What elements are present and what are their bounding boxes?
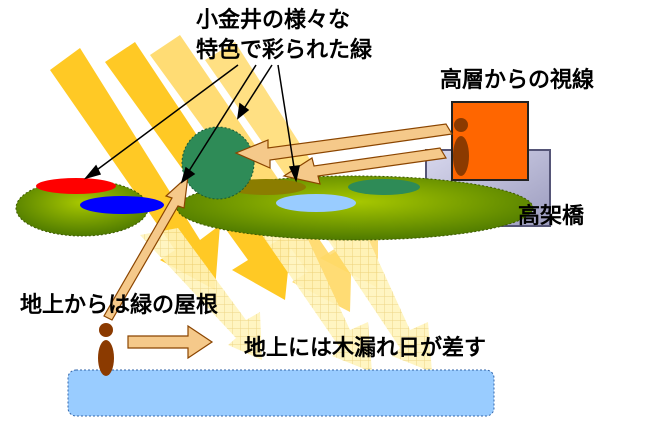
highrise-view-label: 高層からの視線 — [440, 68, 595, 93]
view-arrow-ground — [103, 174, 189, 321]
ground-surface — [67, 369, 495, 417]
view-arrows — [103, 123, 453, 321]
teal-patch — [348, 179, 420, 195]
sunbeam-6 — [262, 235, 372, 372]
sunbeam-5 — [140, 228, 262, 360]
ground-direction-arrow — [127, 324, 214, 360]
tree-canopy — [181, 126, 255, 200]
lightblue-patch — [276, 194, 356, 212]
green-label-line2: 特色で彩られた緑 — [196, 38, 373, 63]
ground-roof-label: 地上からは緑の屋根 — [20, 293, 219, 318]
pointer-lines — [83, 64, 300, 184]
view-arrow-to-tree — [234, 123, 453, 169]
red-patch — [36, 178, 116, 194]
view-arrow-to-green — [282, 147, 447, 185]
sunbeam-7 — [318, 225, 432, 372]
komorebi-label: 地上には木漏れ日が差す — [244, 336, 487, 361]
person-highrise-icon — [453, 118, 469, 176]
blue-patch — [80, 196, 164, 214]
green-label-line1: 小金井の様々な — [196, 8, 351, 33]
green-label: 小金井の様々な 特色で彩られた緑 — [196, 6, 372, 66]
person-ground-icon — [98, 323, 114, 376]
elevated-bridge-label: 高架橋 — [518, 204, 585, 229]
